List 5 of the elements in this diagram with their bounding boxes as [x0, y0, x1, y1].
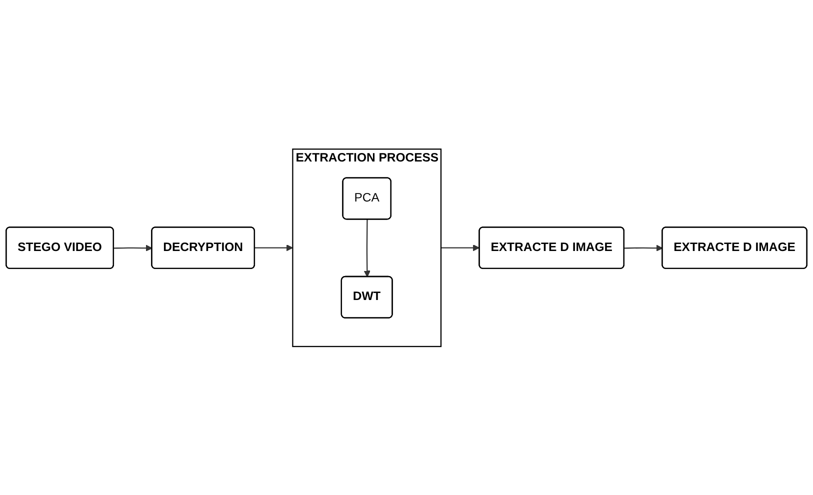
arrow — [624, 244, 663, 252]
arrow — [254, 244, 293, 251]
arrow — [440, 244, 480, 251]
arrow — [114, 244, 152, 252]
arrow — [364, 219, 370, 277]
